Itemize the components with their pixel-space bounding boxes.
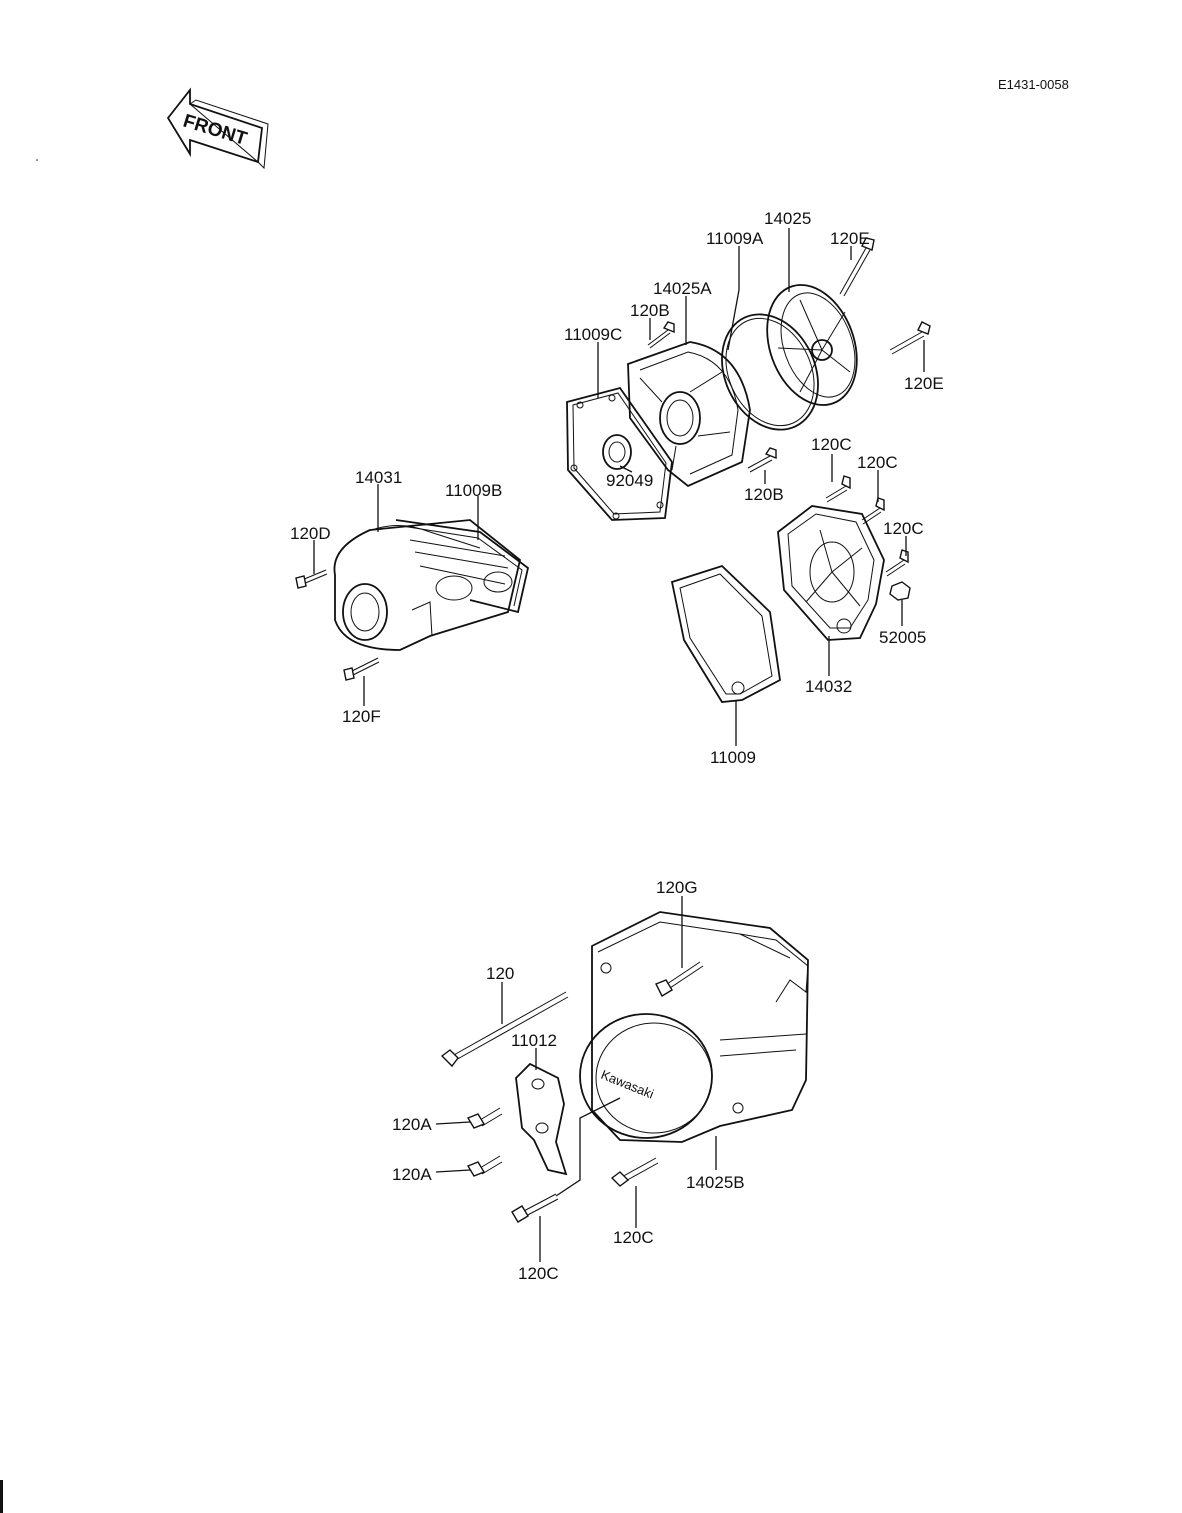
- label-14025a: 14025A: [653, 279, 712, 298]
- diagram-code: E1431-0058: [998, 77, 1069, 92]
- label-120b-bottom: 120B: [744, 485, 784, 504]
- label-120: 120: [486, 964, 514, 983]
- callout-labels: 14025 120E 11009A 14025A 120B 11009C 120…: [290, 209, 944, 1283]
- label-14031: 14031: [355, 468, 402, 487]
- cover-logo: Kawasaki: [599, 1067, 656, 1102]
- oil-seal-92049: [602, 434, 632, 470]
- bolt-120c-3: [885, 549, 909, 577]
- gasket-11009b: [395, 519, 530, 614]
- gasket-11009c: [566, 386, 673, 521]
- leader-lines: [313, 228, 925, 1262]
- cover-14025a: [627, 341, 751, 488]
- label-120c-5: 120C: [518, 1264, 559, 1283]
- nut-52005: [889, 581, 911, 601]
- label-120e-top: 120E: [830, 229, 870, 248]
- front-arrow-label: FRONT: [181, 111, 250, 150]
- label-120c-4: 120C: [613, 1228, 654, 1247]
- label-120e-right: 120E: [904, 374, 944, 393]
- bolt-120c-5: [610, 1157, 659, 1187]
- label-120a-2: 120A: [392, 1165, 432, 1184]
- scan-edge-mark: [0, 1480, 3, 1513]
- bolt-120c-4: [511, 1193, 559, 1223]
- gasket-11009: [670, 564, 781, 703]
- label-14032: 14032: [805, 677, 852, 696]
- label-14025: 14025: [764, 209, 811, 228]
- label-120a-1: 120A: [392, 1115, 432, 1134]
- label-11009b: 11009B: [445, 481, 502, 500]
- bolt-120b-bottom: [747, 447, 777, 473]
- bolt-120a-2: [466, 1155, 503, 1177]
- bolt-120c-1: [825, 475, 851, 503]
- cover-14025b: Kawasaki: [579, 911, 809, 1143]
- cover-14025: [766, 284, 858, 406]
- label-120f: 120F: [342, 707, 381, 726]
- bolt-120d: [295, 569, 328, 589]
- label-52005: 52005: [879, 628, 926, 647]
- label-120c-2: 120C: [857, 453, 898, 472]
- label-120c-1: 120C: [811, 435, 852, 454]
- cover-14032: [777, 505, 885, 641]
- label-11009c: 11009C: [564, 325, 622, 344]
- gasket-11009a: [721, 313, 819, 431]
- bracket-11012: [515, 1062, 568, 1176]
- bolt-120g: [655, 961, 704, 997]
- bolt-120: [440, 991, 569, 1068]
- bolt-120e-top: [839, 237, 875, 297]
- label-120c-3: 120C: [883, 519, 924, 538]
- label-11009: 11009: [710, 748, 756, 767]
- label-14025b: 14025B: [686, 1173, 745, 1192]
- label-120d: 120D: [290, 524, 331, 543]
- cover-14031: [333, 519, 522, 651]
- front-arrow-icon: FRONT: [166, 87, 269, 170]
- bolt-120c-2: [861, 497, 885, 525]
- label-120b-top: 120B: [630, 301, 670, 320]
- label-92049: 92049: [606, 471, 653, 490]
- bolt-120f: [343, 657, 380, 681]
- bolt-120e-right: [889, 321, 931, 355]
- label-11009a: 11009A: [706, 229, 764, 248]
- bolt-120a-1: [466, 1107, 503, 1129]
- label-120g: 120G: [656, 878, 698, 897]
- bolt-120b-top: [647, 321, 675, 349]
- label-11012: 11012: [511, 1031, 557, 1050]
